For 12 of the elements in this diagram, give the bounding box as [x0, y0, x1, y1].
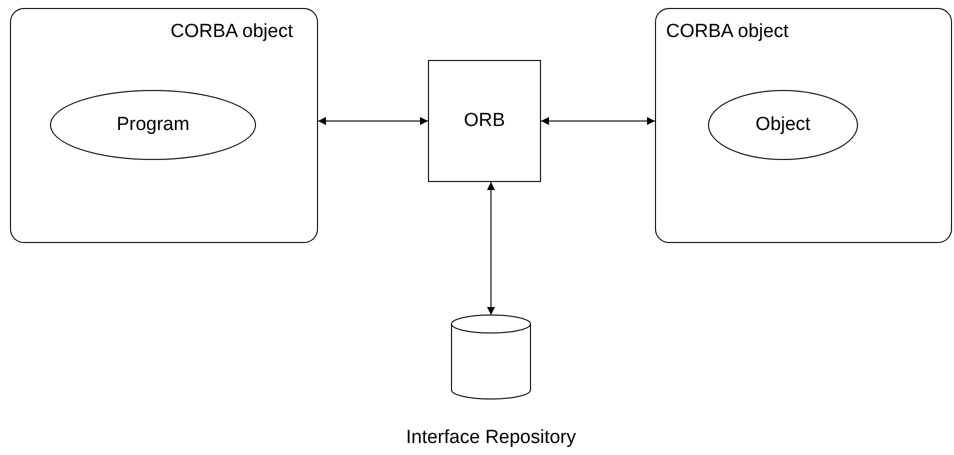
node-label: Program	[116, 114, 190, 136]
component-box	[428, 60, 541, 182]
node-label: Object	[756, 114, 810, 136]
container-title: CORBA object	[666, 21, 788, 43]
object-container	[655, 8, 952, 243]
node-label: ORB	[464, 110, 506, 132]
container-title: CORBA object	[170, 21, 293, 43]
node-caption: Interface Repository	[406, 427, 576, 449]
object-container	[10, 8, 318, 243]
double-arrow	[540, 117, 656, 125]
double-arrow	[318, 117, 428, 125]
double-arrow	[487, 182, 495, 316]
